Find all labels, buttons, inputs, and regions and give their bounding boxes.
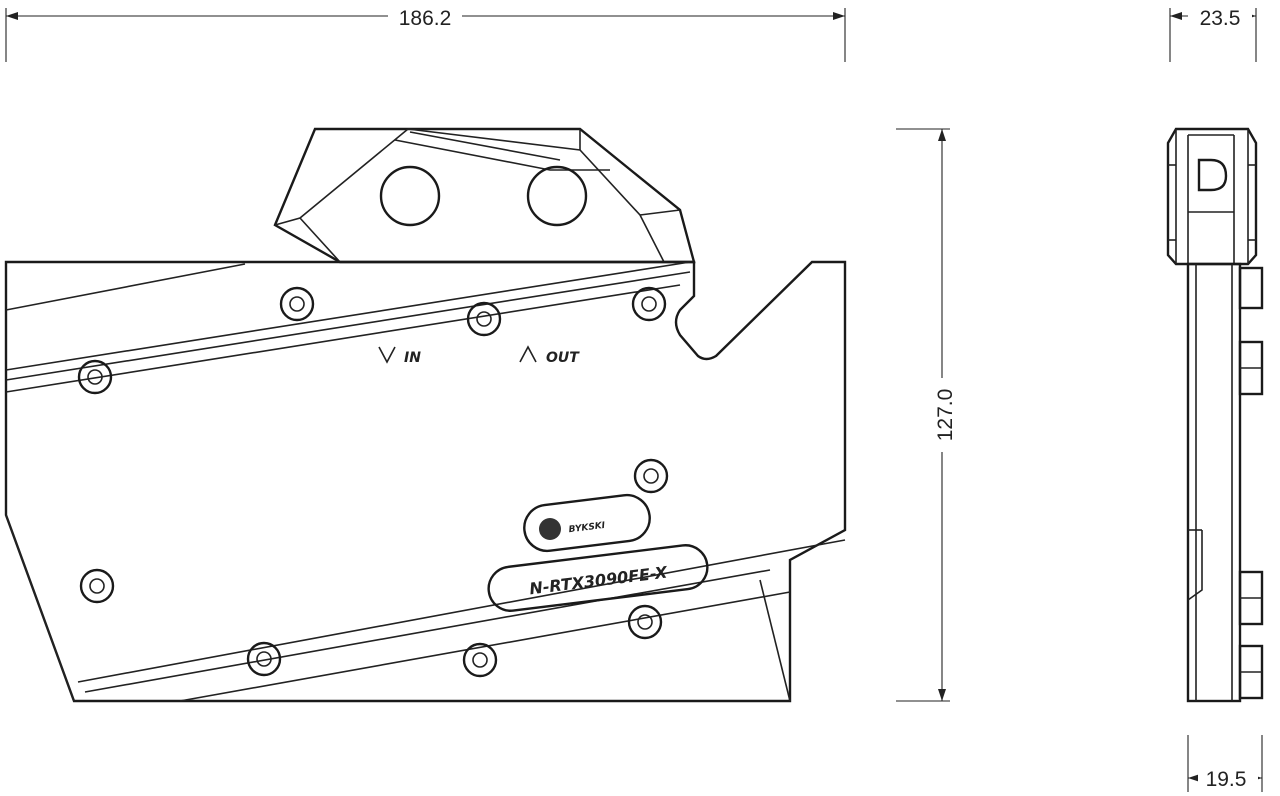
- flow-out-label: OUT: [546, 350, 580, 366]
- port-cap-icon: [1197, 158, 1228, 192]
- dimension-front-height: 127.0: [896, 128, 957, 702]
- screw-icon: [633, 458, 669, 494]
- screw-icon: [627, 604, 663, 640]
- brand-logo-icon: [539, 518, 561, 540]
- screw-icon: [77, 359, 113, 395]
- dimension-side-top: 23.5: [1169, 4, 1257, 62]
- side-view: [1166, 127, 1264, 703]
- front-width-label: 186.2: [399, 7, 452, 30]
- flow-out-marker: OUT: [519, 345, 580, 366]
- brand-logo-text: BYKSKI: [568, 521, 606, 535]
- screw-icon: [79, 568, 115, 604]
- screw-icon: [279, 286, 315, 322]
- brand-logo: BYKSKI: [523, 493, 651, 553]
- side-bottom-width-label: 19.5: [1206, 768, 1247, 791]
- main-plate-outline: [4, 260, 847, 703]
- port-out-icon: [526, 165, 588, 227]
- screw-icon: [466, 301, 502, 337]
- side-top-width-label: 23.5: [1200, 7, 1241, 30]
- screw-icon: [631, 286, 667, 322]
- flow-in-label: IN: [404, 350, 421, 366]
- terminal-block: [273, 127, 696, 264]
- screw-icon: [462, 642, 498, 678]
- dimension-side-bottom: 19.5: [1187, 735, 1263, 792]
- port-in-icon: [379, 165, 441, 227]
- front-view: IN OUT BYKSKI N-RTX3090FE-X: [4, 127, 847, 703]
- screw-icon: [246, 641, 282, 677]
- arrow-up-icon: [519, 345, 537, 363]
- flow-in-marker: IN: [378, 346, 421, 366]
- screws: [77, 286, 669, 678]
- front-height-label: 127.0: [934, 389, 957, 442]
- arrow-down-icon: [378, 346, 396, 364]
- dimension-front-width: 186.2: [5, 4, 846, 62]
- model-plate: N-RTX3090FE-X: [487, 544, 709, 612]
- diagonal-bands: [5, 261, 846, 702]
